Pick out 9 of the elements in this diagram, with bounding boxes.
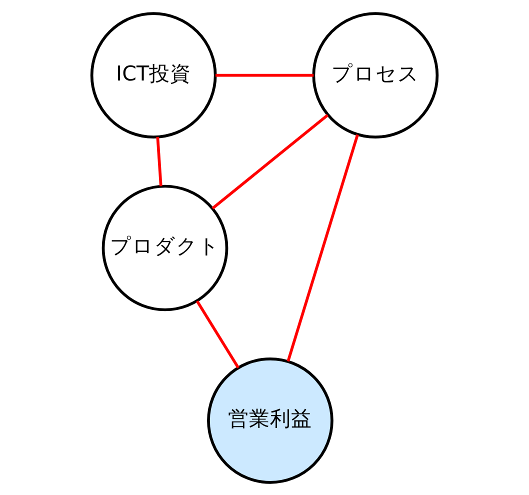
node-circle: 営業利益 [207, 357, 334, 484]
connector [286, 134, 359, 362]
node-circle: プロダクト [102, 184, 228, 311]
node-circle: プロセス [312, 12, 439, 138]
connector [212, 114, 329, 209]
connector [196, 300, 240, 368]
connector [156, 136, 162, 186]
connector [216, 73, 314, 76]
node-circle: ICT投資 [90, 12, 217, 138]
